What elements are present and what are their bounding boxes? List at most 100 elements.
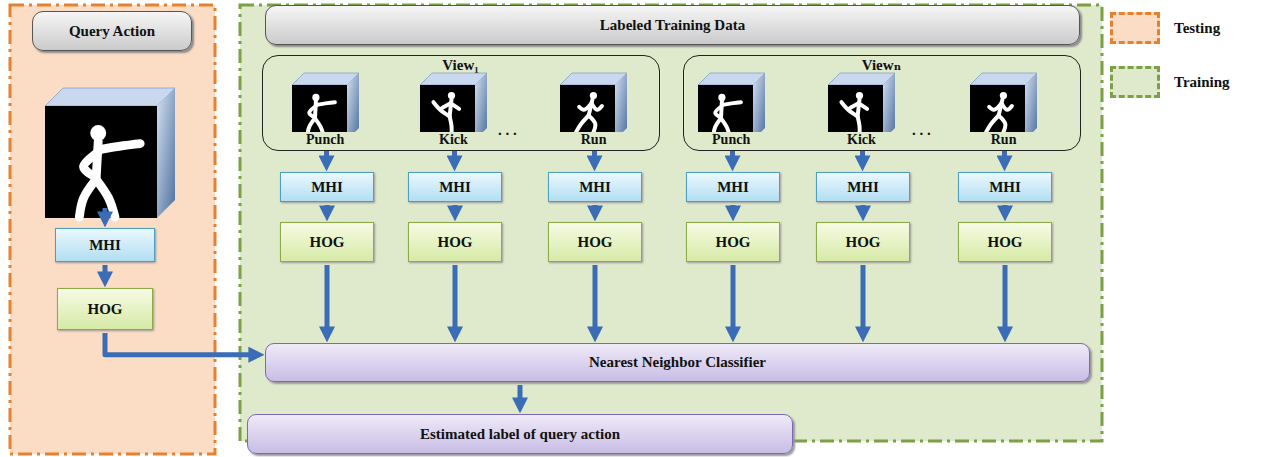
- flow-arrow: [731, 205, 736, 215]
- cube-front: [560, 85, 615, 132]
- process-bar: Estimated label of query action: [247, 414, 793, 454]
- action-sample: Punch: [291, 72, 363, 148]
- box-label: Kick: [847, 132, 876, 147]
- silhouette-stroke: [721, 102, 740, 105]
- flow-arrow: [730, 151, 735, 166]
- box-label: Punch: [712, 132, 750, 147]
- flow-arrow: [1003, 265, 1008, 336]
- cube-front: [292, 85, 347, 132]
- box-label: MHI: [989, 179, 1021, 196]
- testing-panel: [10, 5, 215, 454]
- hog-box: HOG: [280, 222, 374, 262]
- hog-box: HOG: [57, 288, 153, 330]
- silhouette-stroke: [841, 102, 857, 116]
- silhouette-head: [999, 91, 1006, 98]
- cube-top: [45, 88, 175, 106]
- view-group: View₁ Punch Kick Run: [262, 55, 660, 151]
- flow-arrow: [324, 151, 329, 166]
- box-label: Query Action: [69, 23, 155, 40]
- box-label: Punch: [306, 132, 344, 147]
- silhouette-head: [589, 91, 596, 98]
- silhouette-stroke: [986, 115, 998, 131]
- hog-box: HOG: [686, 222, 780, 262]
- legend-entry: Testing: [1110, 12, 1220, 44]
- silhouette-stroke: [449, 116, 451, 132]
- flow-arrow: [452, 151, 457, 166]
- silhouette-stroke: [998, 115, 1005, 132]
- action-image: [559, 72, 631, 132]
- box-label: MHI: [89, 237, 121, 254]
- header-box: Query Action: [32, 11, 192, 51]
- box-label: HOG: [715, 234, 750, 251]
- cube-side: [753, 73, 765, 132]
- cube-side: [157, 88, 175, 218]
- flow-arrow: [325, 205, 330, 215]
- legend-label: Training: [1174, 74, 1230, 91]
- flow-arrow: [860, 151, 865, 166]
- flow-arrow: [1003, 205, 1008, 215]
- silhouette-stroke: [98, 144, 140, 150]
- box-label: Run: [581, 132, 607, 147]
- query-action-image: [45, 88, 175, 218]
- hog-box: HOG: [816, 222, 910, 262]
- training-panel: [240, 5, 1102, 441]
- cube-side: [475, 73, 487, 132]
- ellipsis-label: . . .: [912, 122, 931, 139]
- flow-arrow: [518, 385, 523, 407]
- box-label: Kick: [439, 132, 468, 147]
- cube-side: [347, 73, 359, 132]
- flow-arrow: [731, 265, 736, 336]
- legend-swatch: [1110, 12, 1160, 44]
- silhouette-stroke: [307, 118, 315, 132]
- silhouette-stroke: [315, 102, 334, 105]
- ellipsis-label: . . .: [498, 122, 517, 139]
- flow-arrow: [593, 265, 598, 336]
- cube-side: [1025, 73, 1037, 132]
- silhouette-head: [90, 125, 106, 141]
- flow-arrow: [453, 205, 458, 215]
- silhouette-stroke: [579, 103, 591, 110]
- silhouette-stroke: [84, 152, 99, 175]
- cube-front: [828, 85, 883, 132]
- flow-arrow: [593, 205, 598, 215]
- flow-arrow: [861, 205, 866, 215]
- mhi-box: MHI: [280, 172, 374, 202]
- header-box: Labeled Training Data: [265, 5, 1080, 45]
- box-label: HOG: [987, 234, 1022, 251]
- cube-front: [698, 85, 753, 132]
- mhi-box: MHI: [55, 228, 155, 262]
- legend-entry: Training: [1110, 66, 1230, 98]
- silhouette-head: [312, 93, 319, 100]
- silhouette-head: [855, 91, 862, 98]
- mhi-box: MHI: [686, 172, 780, 202]
- cube-front: [420, 85, 475, 132]
- mhi-box: MHI: [816, 172, 910, 202]
- flow-arrow: [103, 265, 108, 281]
- box-label: Labeled Training Data: [600, 17, 745, 34]
- action-image: [291, 72, 363, 132]
- silhouette-stroke: [309, 106, 316, 116]
- silhouette-stroke: [989, 103, 1001, 110]
- box-label: HOG: [309, 234, 344, 251]
- flow-arrow: [453, 265, 458, 336]
- action-image: [969, 72, 1041, 132]
- cube-side: [615, 73, 627, 132]
- box-label: HOG: [437, 234, 472, 251]
- flow-arrow: [1002, 151, 1007, 166]
- silhouette-stroke: [857, 116, 859, 132]
- silhouette-stroke: [433, 102, 449, 116]
- silhouette-stroke: [1001, 103, 1011, 110]
- action-image: [419, 72, 491, 132]
- silhouette-stroke: [715, 106, 722, 116]
- action-sample: Kick: [827, 72, 899, 148]
- cube-front: [45, 106, 157, 218]
- box-label: Run: [991, 132, 1017, 147]
- box-label: MHI: [439, 179, 471, 196]
- action-sample: Punch: [697, 72, 769, 148]
- mhi-box: MHI: [958, 172, 1052, 202]
- mhi-box: MHI: [548, 172, 642, 202]
- legend-swatch: [1110, 66, 1160, 98]
- silhouette-head: [447, 91, 454, 98]
- box-label: View₁: [442, 57, 478, 74]
